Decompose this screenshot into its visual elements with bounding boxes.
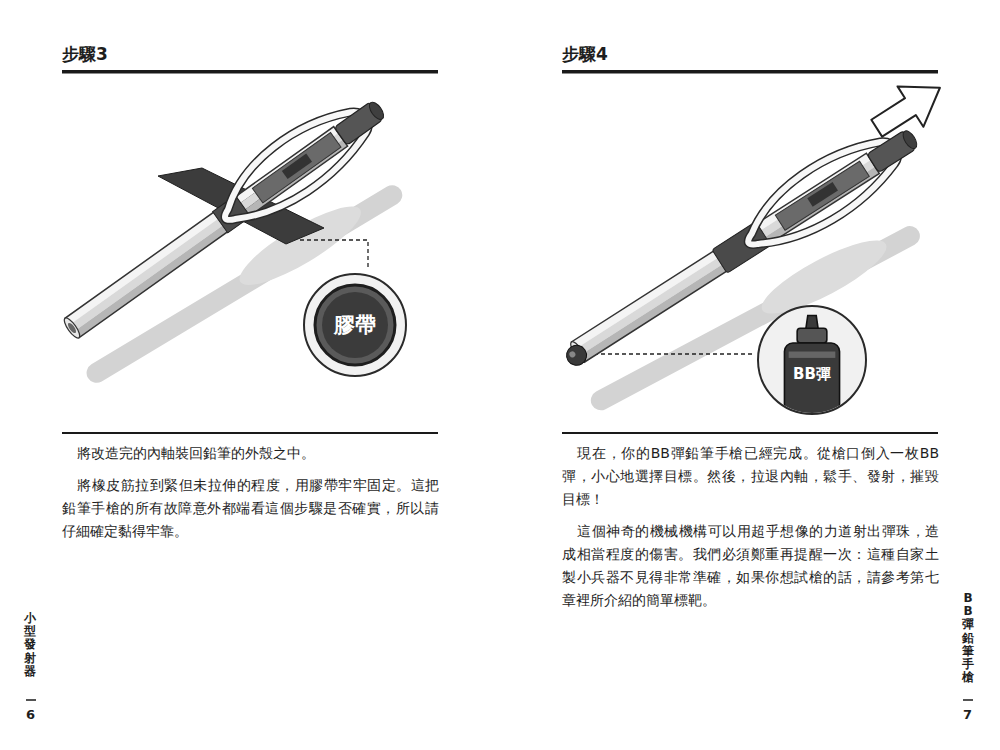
bb-highlight [568,350,576,358]
callout-label: 膠帶 [334,311,376,339]
step-heading: 步驟4 [562,43,608,65]
heading-rule [562,70,938,74]
arrow-shape [864,68,953,149]
heading-rule [62,70,438,74]
leader-line [300,240,368,270]
end-cap [900,129,919,151]
tape-roll [315,285,395,365]
step-heading: 步驟3 [62,43,108,65]
body-paragraph: 將改造完的內軸裝回鉛筆的外殼之中。 [62,442,439,465]
clip [282,154,312,180]
text-rule [62,432,438,434]
page-tick [26,699,36,701]
bottle-body [784,343,839,413]
bottle-cap [797,328,827,343]
page-tick [963,699,973,701]
pull-arrow [864,68,953,149]
inner-shaft [252,133,341,203]
callout-circle: BB彈 [757,305,867,415]
inner-shaft [775,161,869,230]
pencil-face [70,133,343,331]
pencil-bore [66,322,77,335]
callout-label: BB彈 [793,365,831,384]
body-paragraph: 這個神奇的機械機構可以用超乎想像的力道射出彈珠，造成相當程度的傷害。我們必須鄭重… [562,520,939,612]
bottle-label-band [789,352,836,358]
clip [807,182,838,207]
pencil-bore [62,316,82,340]
text-rule [562,432,938,434]
page-number: 6 [26,707,35,723]
running-head: 小型發射器 [24,612,36,678]
leader-line [594,353,754,354]
callout-circle: 膠帶 [303,273,407,377]
body-paragraph: 現在，你的BB彈鉛筆手槍已經完成。從槍口倒入一枚BB彈，小心地選擇目標。然後，拉… [562,442,939,511]
page-number: 7 [963,707,972,723]
bb-pellet [563,341,591,369]
end-cap [367,100,387,122]
tape-roll [322,292,388,358]
pencil [551,113,927,381]
body-paragraph: 將橡皮筋拉到緊但未拉伸的程度，用膠帶牢牢固定。這把鉛筆手槍的所有故障意外都端看這… [62,474,439,543]
callout-art [759,307,865,413]
running-head: BB彈鉛筆手槍 [962,592,974,684]
